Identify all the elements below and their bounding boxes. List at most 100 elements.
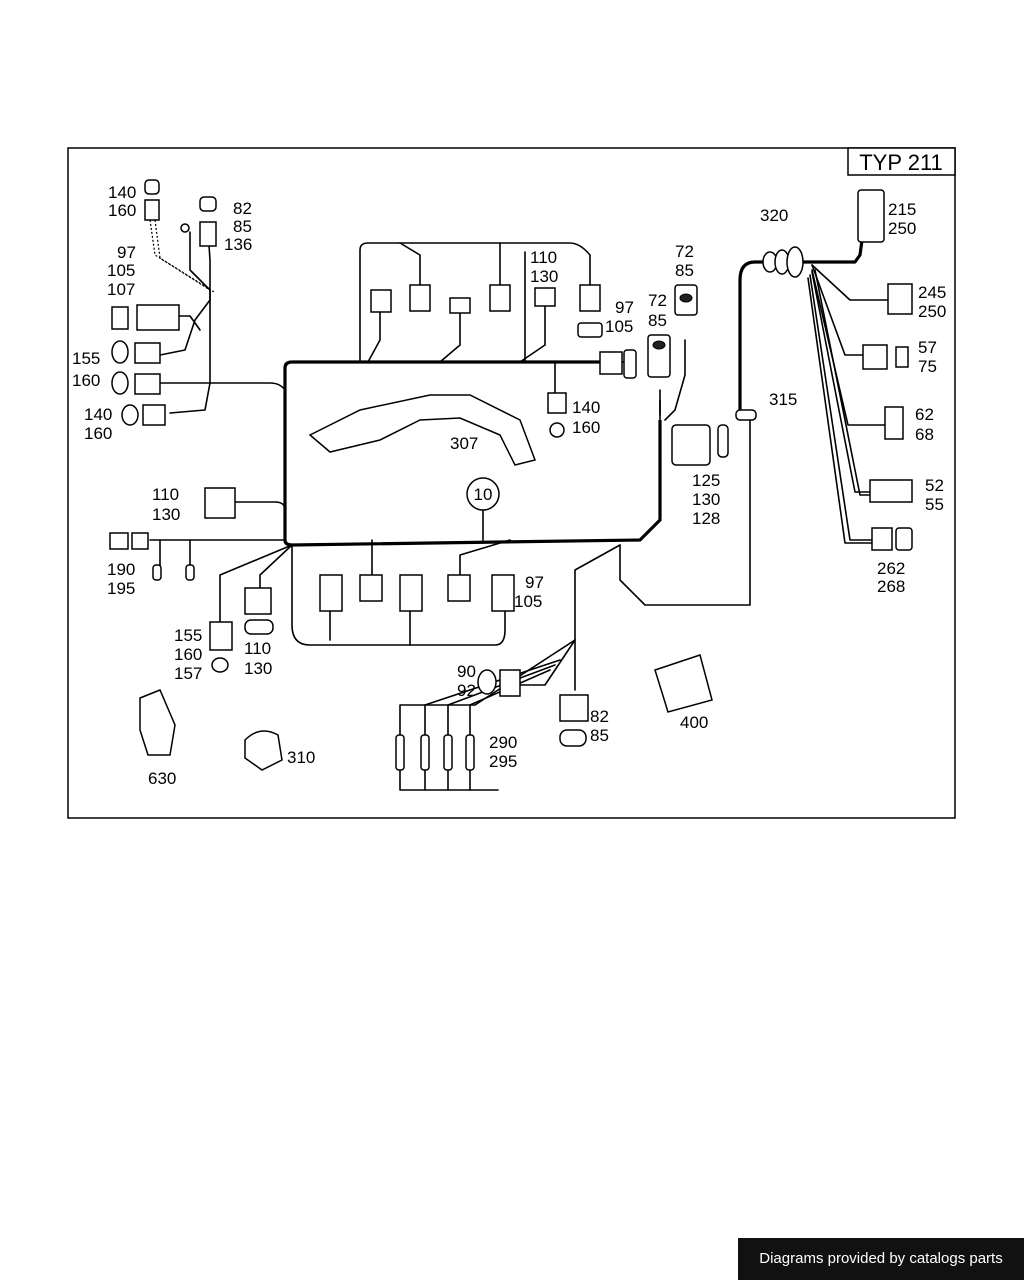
footer-credit: Diagrams provided by catalogs parts xyxy=(738,1238,1024,1280)
connector-82-85-136-face xyxy=(199,196,217,212)
label-130-b: 130 xyxy=(244,659,272,678)
connector-140-160-a xyxy=(144,199,160,221)
label-130-top: 130 xyxy=(530,267,558,286)
connector-155-160-b xyxy=(134,373,161,395)
connector-190-195 xyxy=(131,532,149,550)
connector-125-130-128 xyxy=(671,424,711,466)
connector-140-160-a-face xyxy=(144,179,160,195)
clip-310 xyxy=(244,730,283,771)
connector-90-92-face xyxy=(477,669,497,695)
connector-72-85-b-pin xyxy=(652,340,666,350)
label-310: 310 xyxy=(287,748,315,767)
labels: 140 160 82 85 136 97 105 107 155 160 140… xyxy=(72,183,946,788)
connector-top-3 xyxy=(449,297,471,314)
ring-terminal-top xyxy=(180,223,190,233)
label-52: 52 xyxy=(925,476,944,495)
label-160-mid: 160 xyxy=(572,418,600,437)
callout-10-label: 10 xyxy=(474,485,493,504)
label-262: 262 xyxy=(877,559,905,578)
connector-90-92 xyxy=(499,669,521,697)
connector-97-105-107-face xyxy=(111,306,129,330)
label-245: 245 xyxy=(918,283,946,302)
label-160-a: 160 xyxy=(108,201,136,220)
type-box-label: TYP 211 xyxy=(859,150,943,175)
label-97-bot: 97 xyxy=(525,573,544,592)
label-57: 57 xyxy=(918,338,937,357)
connector-97-105-107 xyxy=(136,304,180,331)
label-400: 400 xyxy=(680,713,708,732)
connector-57-75 xyxy=(862,344,888,370)
connector-bot-3 xyxy=(399,574,423,612)
connector-110-130-b xyxy=(244,587,272,615)
connector-82-85-bot-face xyxy=(559,729,587,747)
connector-62-68 xyxy=(884,406,904,440)
main-harness xyxy=(149,219,891,791)
label-140-a: 140 xyxy=(108,183,136,202)
label-107: 107 xyxy=(107,280,135,299)
connector-right-top xyxy=(599,351,623,375)
connector-bot-2 xyxy=(359,574,383,602)
label-160-d: 160 xyxy=(174,645,202,664)
label-307: 307 xyxy=(450,434,478,453)
connector-top-4 xyxy=(489,284,511,312)
connector-262-268-b xyxy=(895,527,913,551)
label-195: 195 xyxy=(107,579,135,598)
connector-245-250 xyxy=(887,283,913,315)
connector-215-250 xyxy=(857,189,885,243)
label-290: 290 xyxy=(489,733,517,752)
connector-bot-4 xyxy=(447,574,471,602)
label-155-b: 155 xyxy=(174,626,202,645)
label-72-a: 72 xyxy=(675,242,694,261)
clip-400 xyxy=(654,654,713,713)
label-85: 85 xyxy=(233,217,252,236)
label-215: 215 xyxy=(888,200,916,219)
label-160-c: 160 xyxy=(84,424,112,443)
label-155-a: 155 xyxy=(72,349,100,368)
label-250-a: 250 xyxy=(888,219,916,238)
connector-155-160-face-b xyxy=(111,371,129,395)
label-136: 136 xyxy=(224,235,252,254)
connector-125-cap xyxy=(717,424,729,458)
label-62: 62 xyxy=(915,405,934,424)
connector-140-160-b xyxy=(142,404,166,426)
connector-57-75-face xyxy=(895,346,909,368)
connector-72-85-a-pin xyxy=(679,293,693,303)
label-92: 92 xyxy=(457,681,476,700)
connector-155-160-a xyxy=(134,342,161,364)
label-160-b: 160 xyxy=(72,371,100,390)
connector-52-55 xyxy=(869,479,913,503)
connector-190-195-face xyxy=(109,532,129,550)
callout-10: 10 xyxy=(466,477,500,511)
label-320: 320 xyxy=(760,206,788,225)
connector-top-2 xyxy=(409,284,431,312)
connector-155-160-157 xyxy=(209,621,233,651)
label-190: 190 xyxy=(107,560,135,579)
diagram-frame xyxy=(67,147,956,819)
label-268: 268 xyxy=(877,577,905,596)
label-130-c: 130 xyxy=(692,490,720,509)
label-315: 315 xyxy=(769,390,797,409)
sensor-1 xyxy=(395,734,405,771)
label-97: 97 xyxy=(117,243,136,262)
label-110-a: 110 xyxy=(152,485,179,504)
grommet-315 xyxy=(735,409,757,421)
label-85-b: 85 xyxy=(648,311,667,330)
label-630: 630 xyxy=(148,769,176,788)
ring-terminal-190 xyxy=(152,564,162,581)
connector-97-105 xyxy=(577,322,603,338)
sensor-2 xyxy=(420,734,430,771)
label-82: 82 xyxy=(233,199,252,218)
connector-97-105-bot xyxy=(491,574,515,612)
label-110-top: 110 xyxy=(530,248,557,267)
connector-110-130-a xyxy=(204,487,236,519)
label-55: 55 xyxy=(925,495,944,514)
grommet-320 xyxy=(762,246,804,278)
label-140-mid: 140 xyxy=(572,398,600,417)
connectors xyxy=(109,179,913,771)
label-128: 128 xyxy=(692,509,720,528)
clip-630 xyxy=(139,689,176,756)
label-105-bot: 105 xyxy=(514,592,542,611)
connector-top-6 xyxy=(579,284,601,312)
connector-82-85-136 xyxy=(199,221,217,247)
connector-155-160-157-face xyxy=(211,657,229,673)
